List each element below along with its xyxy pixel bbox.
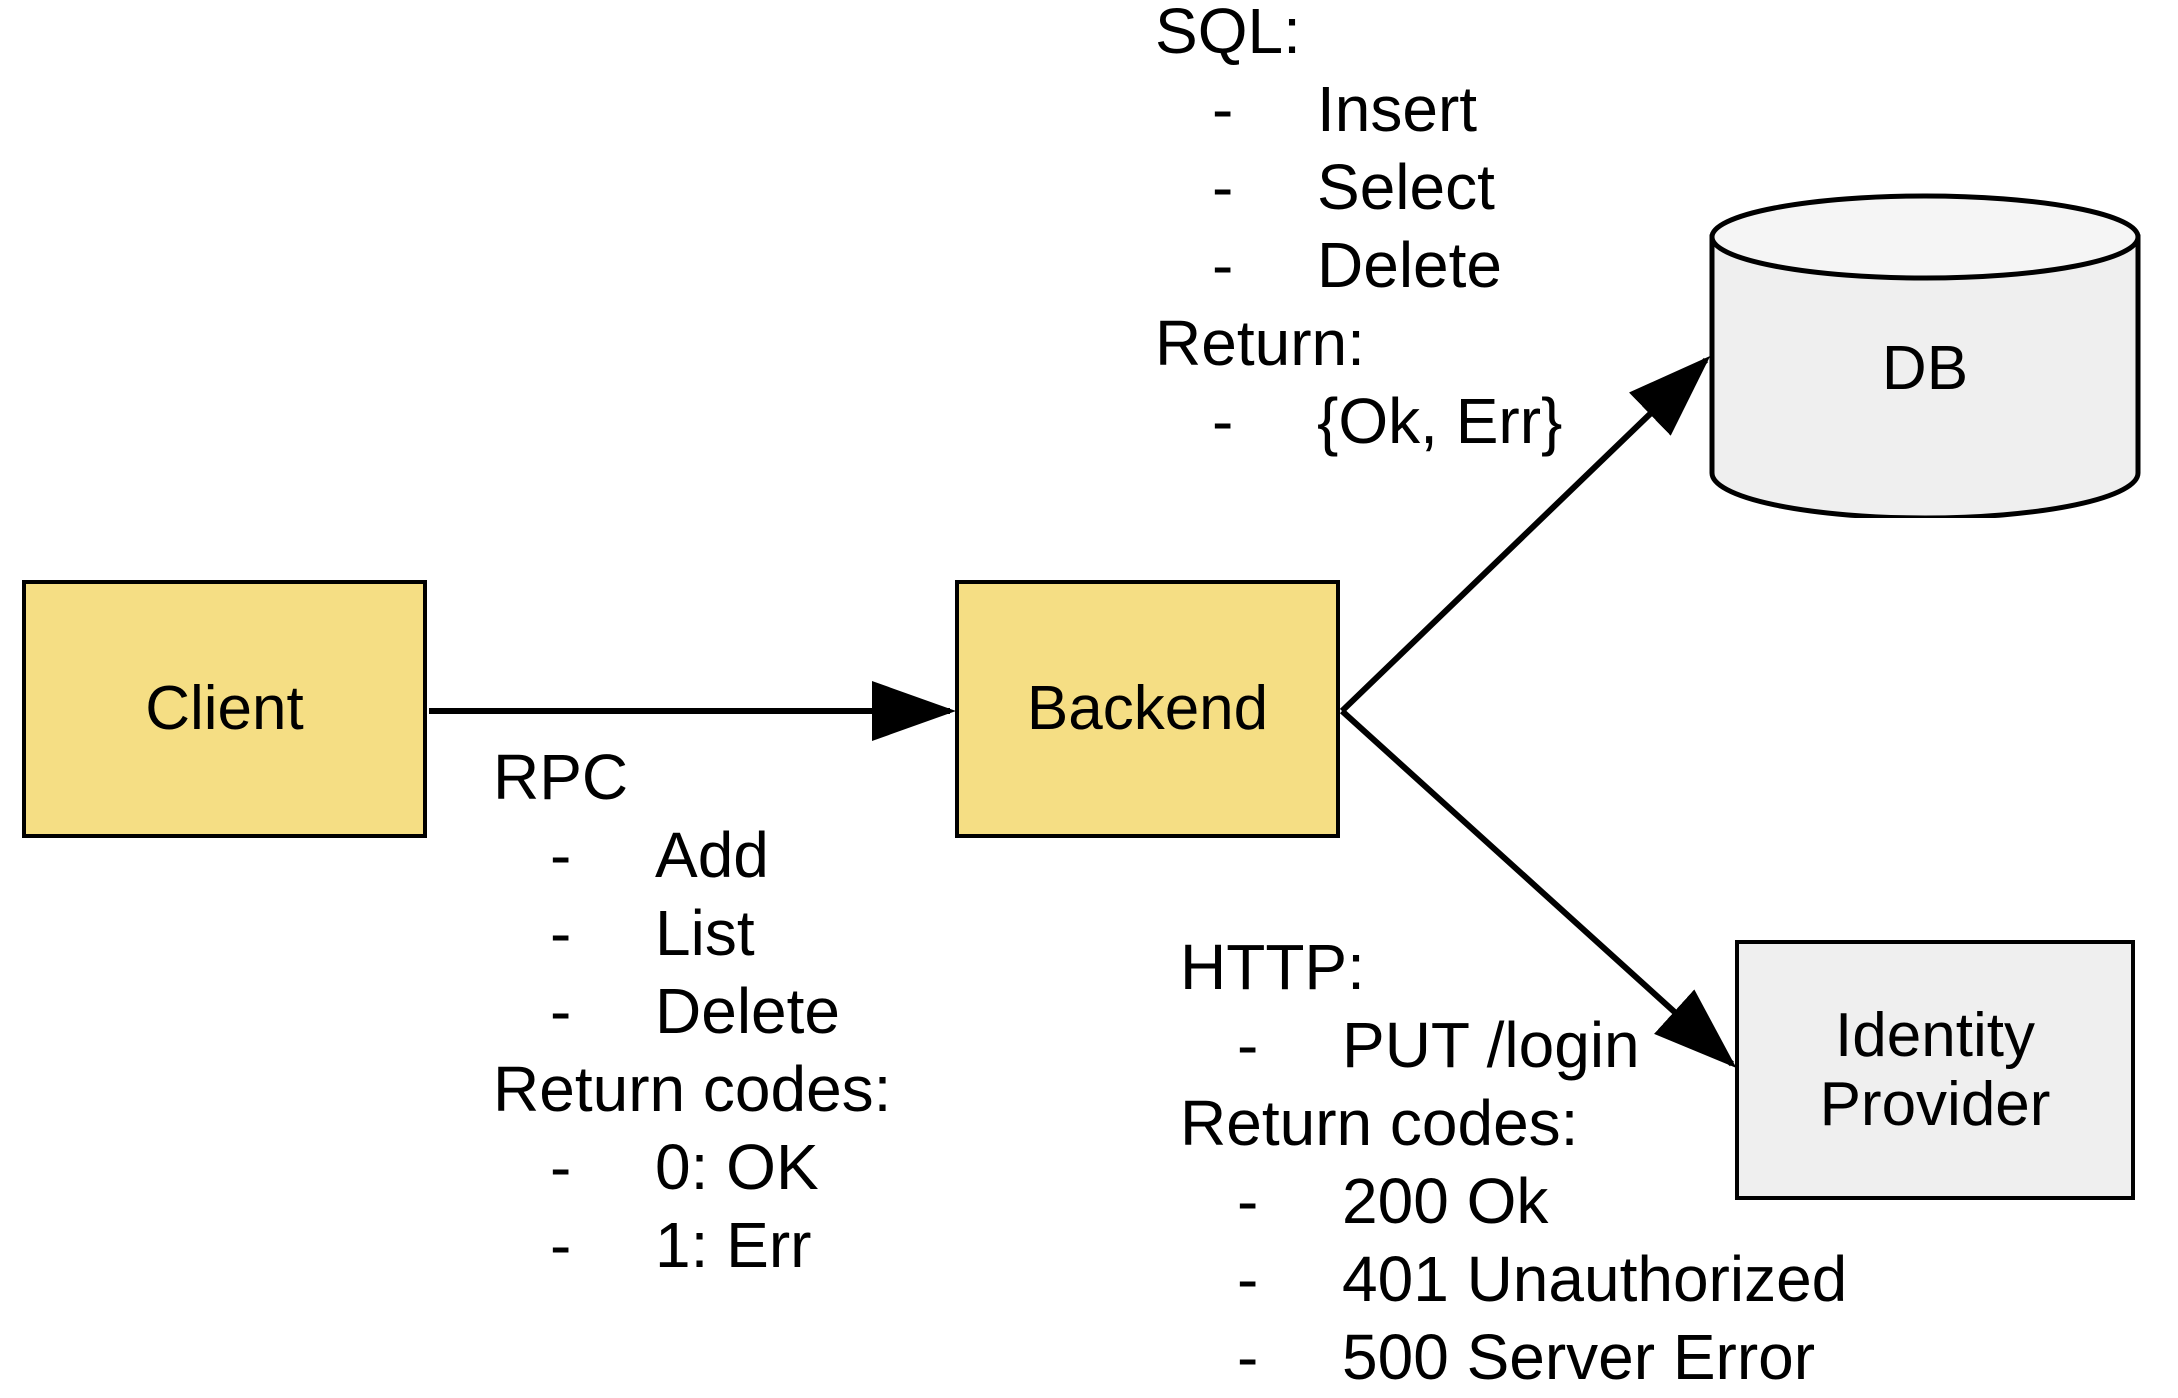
node-db-label: DB — [1881, 333, 1969, 403]
annotation-rpc-item-text: Delete — [655, 975, 840, 1047]
bullet-dash-icon: - — [1212, 385, 1234, 457]
bullet-dash-icon: - — [1237, 1009, 1259, 1081]
node-db[interactable]: DB — [1708, 192, 2142, 518]
annotation-rpc-subitem-text: 1: Err — [655, 1209, 812, 1281]
bullet-dash-icon: - — [550, 1209, 572, 1281]
bullet-dash-icon: - — [550, 819, 572, 891]
annotation-http-subitem: - 200 Ok — [1180, 1162, 1847, 1240]
node-db-label-wrap: DB — [1708, 192, 2142, 518]
bullet-dash-icon: - — [1212, 151, 1234, 223]
annotation-rpc-item-text: List — [655, 897, 755, 969]
annotation-sql-heading: SQL: — [1155, 0, 1301, 67]
bullet-dash-icon: - — [550, 897, 572, 969]
annotation-http-subitem-text: 200 Ok — [1342, 1165, 1549, 1237]
edge-backend-to-db — [1339, 355, 1711, 714]
node-client-label: Client — [145, 674, 304, 744]
annotation-sql-item: - Select — [1155, 148, 1562, 226]
annotation-rpc-item: - Add — [493, 816, 891, 894]
bullet-dash-icon: - — [1237, 1243, 1259, 1315]
annotation-http-heading: HTTP: — [1180, 931, 1365, 1003]
annotation-sql-subitem: - {Ok, Err} — [1155, 382, 1562, 460]
annotation-rpc-subitem: - 0: OK — [493, 1128, 891, 1206]
database-cylinder-icon — [1709, 193, 2141, 518]
bullet-dash-icon: - — [1212, 73, 1234, 145]
annotation-sql-item: - Insert — [1155, 70, 1562, 148]
annotation-rpc: RPC - Add - List - Delete Return codes: … — [493, 738, 891, 1284]
annotation-http-item-text: PUT /login — [1342, 1009, 1640, 1081]
bullet-dash-icon: - — [1237, 1165, 1259, 1237]
node-identity-provider-label-line1: Identity — [1835, 1000, 2035, 1070]
node-identity-provider-label: Identity Provider — [1820, 1001, 2051, 1140]
annotation-http-subitem: - 401 Unauthorized — [1180, 1240, 1847, 1318]
annotation-http: HTTP: - PUT /login Return codes: - 200 O… — [1180, 928, 1847, 1396]
bullet-dash-icon: - — [550, 975, 572, 1047]
annotation-sql-item: - Delete — [1155, 226, 1562, 304]
node-client[interactable]: Client — [22, 580, 427, 838]
annotation-http-subitem: - 500 Server Error — [1180, 1318, 1847, 1396]
annotation-sql-subitem-text: {Ok, Err} — [1317, 385, 1563, 457]
annotation-sql-item-text: Delete — [1317, 229, 1502, 301]
node-identity-provider-label-line2: Provider — [1819, 1070, 2051, 1139]
annotation-http-item: - PUT /login — [1180, 1006, 1847, 1084]
annotation-rpc-item: - Delete — [493, 972, 891, 1050]
annotation-sql-item-text: Insert — [1317, 73, 1478, 145]
annotation-rpc-item: - List — [493, 894, 891, 972]
annotation-rpc-item-text: Add — [655, 819, 769, 891]
annotation-rpc-subheading: Return codes: — [493, 1053, 892, 1125]
bullet-dash-icon: - — [1212, 229, 1234, 301]
annotation-rpc-subitem-text: 0: OK — [655, 1131, 819, 1203]
bullet-dash-icon: - — [550, 1131, 572, 1203]
annotation-http-subitem-text: 401 Unauthorized — [1342, 1243, 1848, 1315]
node-backend-label: Backend — [1026, 674, 1269, 744]
annotation-http-subheading: Return codes: — [1180, 1087, 1579, 1159]
annotation-sql-subheading: Return: — [1155, 307, 1365, 379]
annotation-sql-item-text: Select — [1317, 151, 1495, 223]
annotation-rpc-subitem: - 1: Err — [493, 1206, 891, 1284]
node-identity-provider[interactable]: Identity Provider — [1735, 940, 2135, 1200]
bullet-dash-icon: - — [1237, 1321, 1259, 1393]
node-backend[interactable]: Backend — [955, 580, 1340, 838]
annotation-http-subitem-text: 500 Server Error — [1342, 1321, 1816, 1393]
annotation-sql: SQL: - Insert - Select - Delete Return: … — [1155, 0, 1562, 460]
annotation-rpc-heading: RPC — [493, 741, 629, 813]
edge-backend-to-identity-provider — [1339, 708, 1737, 1069]
